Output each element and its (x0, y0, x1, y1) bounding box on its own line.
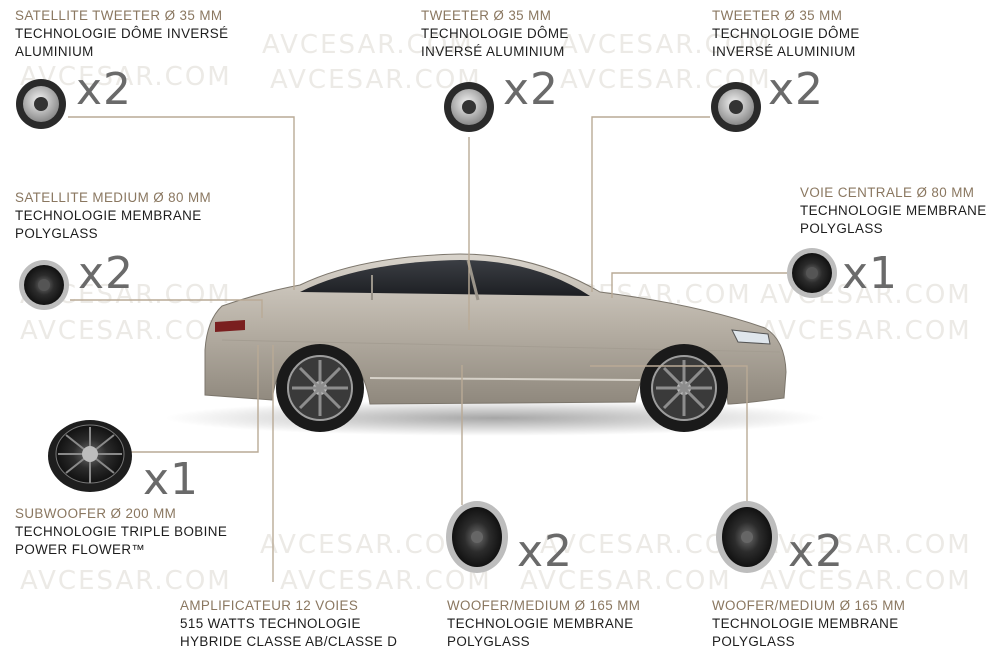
description: POLYGLASS (15, 226, 98, 241)
description: POLYGLASS (712, 634, 795, 649)
caption: AMPLIFICATEUR 12 VOIES (180, 598, 359, 613)
description: TECHNOLOGIE DÔME (712, 26, 860, 41)
caption: WOOFER/MEDIUM Ø 165 MM (447, 598, 641, 613)
quantity-label: x2 (517, 526, 574, 577)
description: POLYGLASS (800, 221, 883, 236)
quantity-label: x2 (76, 64, 133, 115)
watermark: AVCESAR.COM (760, 530, 972, 560)
label-woofer-front: WOOFER/MEDIUM Ø 165 MM TECHNOLOGIE MEMBR… (712, 597, 905, 651)
watermark: AVCESAR.COM (760, 566, 972, 596)
quantity-label: x2 (788, 526, 845, 577)
description: HYBRIDE CLASSE AB/CLASSE D (180, 634, 398, 649)
speaker-icon (787, 248, 837, 298)
description: 515 WATTS TECHNOLOGIE (180, 616, 361, 631)
quantity-label: x2 (503, 64, 560, 115)
description: POWER FLOWER™ (15, 542, 146, 557)
caption: SATELLITE MEDIUM Ø 80 MM (15, 190, 212, 205)
tweeter-icon (711, 82, 761, 132)
leader-lines (68, 116, 787, 582)
description: TECHNOLOGIE MEMBRANE (15, 208, 202, 223)
label-tweeter-center: TWEETER Ø 35 MM TECHNOLOGIE DÔME INVERSÉ… (421, 7, 569, 61)
woofer-icon (446, 501, 508, 573)
woofer-icon (716, 501, 778, 573)
label-voie-centrale: VOIE CENTRALE Ø 80 MM TECHNOLOGIE MEMBRA… (800, 184, 987, 238)
label-amplificateur: AMPLIFICATEUR 12 VOIES 515 WATTS TECHNOL… (180, 597, 397, 651)
description: TECHNOLOGIE DÔME (421, 26, 569, 41)
watermark: AVCESAR.COM (262, 30, 474, 60)
label-subwoofer: SUBWOOFER Ø 200 MM TECHNOLOGIE TRIPLE BO… (15, 505, 227, 559)
description: TECHNOLOGIE TRIPLE BOBINE (15, 524, 228, 539)
watermark: AVCESAR.COM (270, 65, 482, 95)
watermark: AVCESAR.COM (520, 566, 732, 596)
quantity-label: x2 (768, 64, 825, 115)
caption: TWEETER Ø 35 MM (712, 8, 843, 23)
watermark: AVCESAR.COM (260, 530, 472, 560)
description: INVERSÉ ALUMINIUM (421, 44, 565, 59)
subwoofer-icon (48, 420, 132, 492)
quantity-label: x1 (842, 248, 899, 299)
description: ALUMINIUM (15, 44, 94, 59)
description: TECHNOLOGIE DÔME INVERSÉ (15, 26, 229, 41)
tweeter-icon (16, 79, 66, 129)
label-satellite-tweeter: SATELLITE TWEETER Ø 35 MM TECHNOLOGIE DÔ… (15, 7, 228, 61)
description: TECHNOLOGIE MEMBRANE (447, 616, 634, 631)
caption: WOOFER/MEDIUM Ø 165 MM (712, 598, 906, 613)
watermark: AVCESAR.COM (760, 316, 972, 346)
caption: TWEETER Ø 35 MM (421, 8, 552, 23)
tweeter-icon (444, 82, 494, 132)
car-illustration (165, 253, 825, 436)
label-tweeter-front: TWEETER Ø 35 MM TECHNOLOGIE DÔME INVERSÉ… (712, 7, 860, 61)
caption: SATELLITE TWEETER Ø 35 MM (15, 8, 223, 23)
watermark: AVCESAR.COM (540, 530, 752, 560)
description: INVERSÉ ALUMINIUM (712, 44, 856, 59)
speaker-icon (19, 260, 69, 310)
watermark: AVCESAR.COM (280, 566, 492, 596)
watermark: AVCESAR.COM (560, 30, 772, 60)
label-woofer-rear: WOOFER/MEDIUM Ø 165 MM TECHNOLOGIE MEMBR… (447, 597, 640, 651)
description: TECHNOLOGIE MEMBRANE (712, 616, 899, 631)
quantity-label: x2 (78, 248, 135, 299)
watermark: AVCESAR.COM (20, 566, 232, 596)
caption: SUBWOOFER Ø 200 MM (15, 506, 177, 521)
label-satellite-medium: SATELLITE MEDIUM Ø 80 MM TECHNOLOGIE MEM… (15, 189, 211, 243)
watermark: AVCESAR.COM (20, 316, 232, 346)
description: POLYGLASS (447, 634, 530, 649)
quantity-label: x1 (143, 454, 200, 505)
caption: VOIE CENTRALE Ø 80 MM (800, 185, 975, 200)
description: TECHNOLOGIE MEMBRANE (800, 203, 987, 218)
